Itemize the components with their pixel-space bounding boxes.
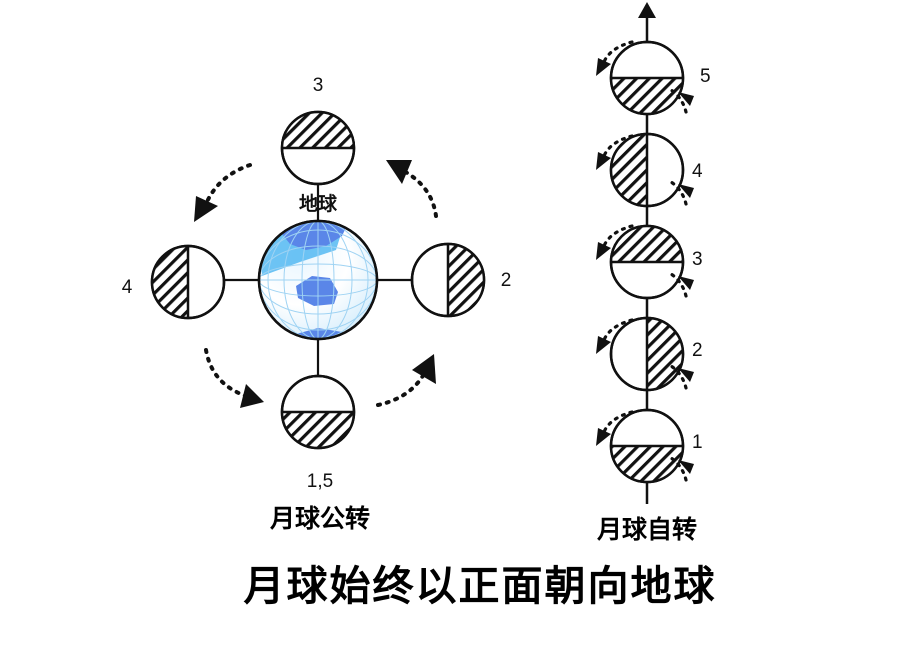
orbit-arrowhead-top-left: [194, 196, 218, 222]
orbit-moon-top: [280, 110, 356, 186]
rotation-moon-4: [609, 132, 685, 208]
rotation-label-1: 1: [692, 432, 703, 453]
orbit-spokes: [224, 184, 412, 377]
australia-landmass: [296, 276, 338, 306]
orbit-moon-bottom: [280, 374, 356, 450]
antarctica-landmass: [290, 328, 350, 339]
rotation-label-2: 2: [692, 340, 703, 361]
rotation-diagram: 5 4 3 2 1 月球自: [596, 2, 711, 544]
orbit-arrow-top-left: [204, 163, 252, 206]
orbit-label-bottom: 1,5: [307, 471, 333, 492]
orbit-moon-left: [150, 244, 226, 320]
orbit-label-top: 3: [313, 75, 324, 96]
orbit-moon-right: [410, 242, 486, 318]
orbit-arrow-bottom-left: [204, 348, 248, 398]
rotation-moon-2: [609, 316, 685, 392]
orbit-arrowhead-bottom-left: [240, 384, 264, 408]
spin-arrowheads: [596, 58, 694, 474]
rotation-caption: 月球自转: [596, 515, 697, 544]
orbit-arrowheads: [194, 160, 436, 408]
revolution-caption: 月球公转: [269, 504, 370, 533]
earth-label: 地球: [299, 192, 338, 215]
orbit-arrowhead-bottom-right: [412, 354, 436, 384]
rotation-label-5: 5: [700, 66, 711, 87]
revolution-diagram: 地球 3 2 1,5 4: [122, 75, 512, 533]
rotation-moon-5: [609, 40, 685, 116]
rotation-axis-arrowhead: [638, 2, 656, 18]
orbit-label-left: 4: [122, 277, 133, 298]
rotation-moon-1: [609, 408, 685, 484]
rotation-label-3: 3: [692, 249, 703, 270]
orbit-arrows: [204, 163, 438, 407]
spin-arrows: [602, 40, 688, 482]
orbit-arrowhead-top-right: [386, 160, 412, 184]
rotation-moon-3: [609, 224, 685, 300]
orbit-label-right: 2: [501, 270, 512, 291]
rotation-label-4: 4: [692, 161, 703, 182]
diagram-title: 月球始终以正面朝向地球: [244, 562, 717, 610]
orbit-arrow-top-right: [400, 168, 438, 218]
orbit-arrow-bottom-right: [376, 372, 426, 407]
earth-globe: [257, 219, 379, 341]
